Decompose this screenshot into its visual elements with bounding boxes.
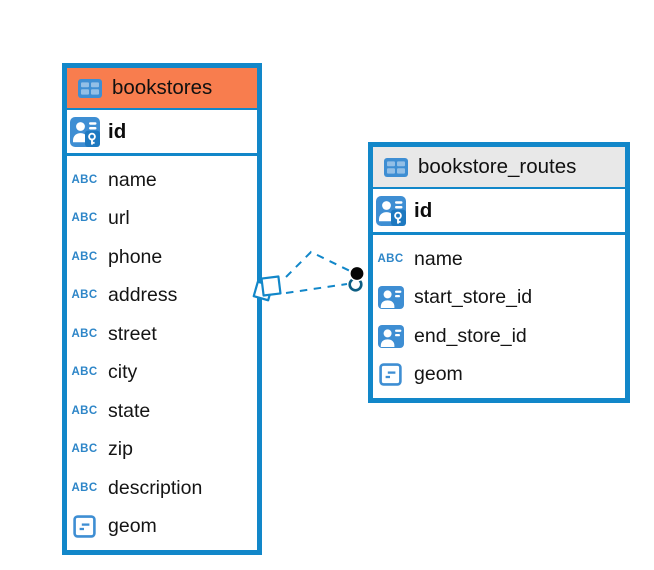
field-row[interactable]: ABC description — [67, 469, 257, 508]
field-name: description — [108, 476, 203, 499]
field-name: state — [108, 399, 151, 422]
geometry-icon — [69, 515, 100, 538]
field-name: name — [414, 247, 463, 270]
abc-icon: ABC — [71, 173, 98, 186]
field-row[interactable]: ABC url — [67, 199, 257, 238]
field-name: end_store_id — [414, 324, 527, 347]
field-row[interactable]: geom — [373, 355, 625, 394]
abc-icon: ABC — [377, 252, 404, 265]
field-row[interactable]: ABC city — [67, 353, 257, 392]
field-row[interactable]: ABC name — [67, 161, 257, 200]
field-name: street — [108, 322, 157, 345]
geometry-icon — [375, 363, 406, 386]
field-row[interactable]: end_store_id — [373, 317, 625, 356]
person-key-icon — [375, 195, 406, 226]
abc-icon: ABC — [71, 442, 98, 456]
pk-label: id — [108, 119, 127, 143]
field-name: url — [108, 207, 130, 230]
dot-marker[interactable] — [348, 265, 365, 292]
fields-list: ABC name start_store_id end_store_id geom — [373, 235, 625, 398]
table-title: bookstores — [112, 76, 213, 99]
table-icon — [383, 157, 409, 177]
pk-row[interactable]: id — [67, 110, 257, 156]
table-header-bookstore-routes[interactable]: bookstore_routes — [373, 147, 625, 189]
field-name: zip — [108, 438, 133, 461]
pk-row[interactable]: id — [373, 189, 625, 235]
field-name: name — [108, 168, 157, 191]
table-bookstore-routes[interactable]: bookstore_routes id ABC name start_store_… — [368, 142, 630, 403]
field-name: start_store_id — [414, 286, 533, 309]
field-row[interactable]: ABC name — [373, 240, 625, 279]
field-name: geom — [414, 363, 463, 386]
person-icon — [375, 286, 406, 310]
field-row[interactable]: ABC zip — [67, 430, 257, 469]
field-name: phone — [108, 245, 163, 268]
abc-icon: ABC — [71, 327, 98, 340]
abc-icon: ABC — [71, 481, 98, 494]
pk-label: id — [414, 198, 433, 222]
abc-icon: ABC — [71, 365, 98, 379]
field-name: geom — [108, 515, 157, 538]
field-row[interactable]: geom — [67, 507, 257, 546]
field-row[interactable]: ABC street — [67, 315, 257, 354]
abc-icon: ABC — [71, 250, 98, 263]
person-key-icon — [69, 116, 100, 147]
table-title: bookstore_routes — [418, 155, 577, 178]
table-header-bookstores[interactable]: bookstores — [67, 68, 257, 110]
abc-icon: ABC — [71, 288, 98, 302]
person-icon — [375, 324, 406, 348]
field-row[interactable]: start_store_id — [373, 278, 625, 317]
field-row[interactable]: ABC state — [67, 392, 257, 431]
abc-icon: ABC — [71, 211, 98, 225]
relationship-line[interactable] — [285, 250, 351, 294]
field-name: city — [108, 361, 138, 384]
abc-icon: ABC — [71, 404, 98, 417]
field-row[interactable]: ABC address — [67, 276, 257, 315]
field-name: address — [108, 284, 178, 307]
field-row[interactable]: ABC phone — [67, 238, 257, 277]
table-icon — [77, 78, 103, 98]
